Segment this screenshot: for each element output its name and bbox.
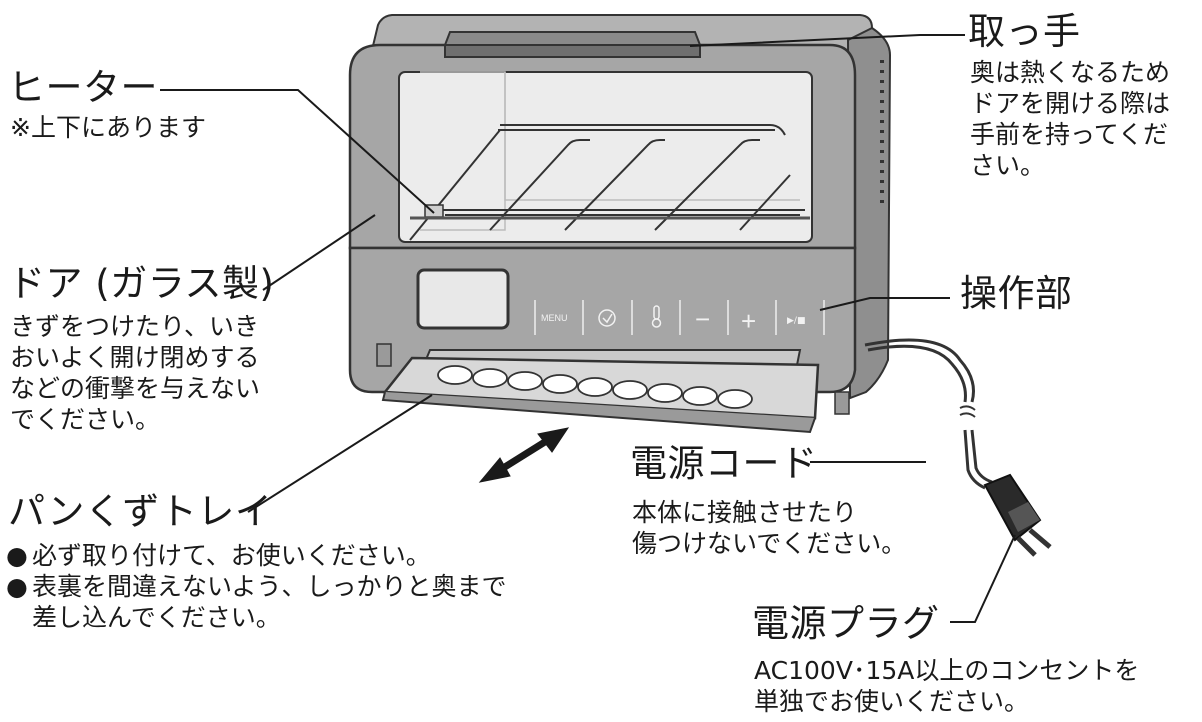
wire-rack (409, 124, 805, 241)
slide-direction-arrow (478, 427, 570, 483)
handle-note-line: 手前を持ってくだ (970, 120, 1169, 149)
crumb-tray-label: パンくずトレイ (8, 490, 273, 533)
tray-bullet-text: 必ず取り付けて、お使いください。 (32, 541, 431, 570)
power-plug-label: 電源プラグ (752, 602, 940, 645)
power-cord-notes: 本体に接触させたり 傷つけないでください。 (632, 497, 906, 559)
display-screen (416, 268, 510, 330)
tray-continuation: 差し込んでください。 (32, 603, 281, 632)
power-cord (864, 338, 993, 490)
power-cord-note-line: 本体に接触させたり (632, 498, 858, 527)
oven-right-side (846, 26, 892, 400)
start-stop-button[interactable]: ▶/■ (787, 316, 805, 326)
power-plug (983, 473, 1052, 557)
clock-icon[interactable] (598, 309, 616, 327)
power-plug-note-line: 単独でお使いください。 (754, 687, 1030, 716)
power-plug-note-line: AC100V･15A以上のコンセントを (754, 656, 1140, 685)
door-note-line: きずをつけたり、いき (10, 312, 260, 341)
crumb-tray-notes: ●必ず取り付けて、お使いください。 ●表裏を間違えないよう、しっかりと奥まで 差… (6, 540, 507, 633)
power-cord-note-line: 傷つけないでください。 (632, 529, 907, 558)
minus-button[interactable]: − (695, 304, 710, 334)
door-note-line: でください。 (10, 405, 161, 434)
bullet-mark: ● (6, 572, 28, 601)
oven-handle (443, 31, 702, 58)
front-left-foot (376, 343, 392, 367)
door-notes: きずをつけたり、いき おいよく開け閉めする などの衝撃を与えない でください。 (10, 311, 260, 435)
tray-bullet: ●必ず取り付けて、お使いください。 (6, 540, 507, 571)
handle-notes: 奥は熱くなるため ドアを開ける際は 手前を持ってくだ さい。 (970, 57, 1170, 181)
vent-slots (880, 60, 884, 203)
handle-label: 取っ手 (968, 10, 1081, 53)
thermometer-icon[interactable] (651, 305, 662, 328)
menu-button[interactable]: MENU (541, 313, 568, 323)
bullet-mark: ● (6, 541, 28, 570)
handle-note-line: さい。 (970, 151, 1046, 180)
door-note-line: などの衝撃を与えない (10, 374, 261, 403)
oven-door (348, 43, 857, 250)
front-right-foot (834, 391, 850, 415)
control-panel-label: 操作部 (960, 272, 1073, 315)
leader-lines (160, 34, 1016, 623)
control-dividers (534, 300, 825, 335)
tray-bullet: ●表裏を間違えないよう、しっかりと奥まで (6, 571, 507, 602)
plus-button[interactable]: + (741, 306, 756, 336)
heater-note: ※上下にあります (10, 113, 206, 142)
tray-bullet-text: 表裏を間違えないよう、しっかりと奥まで (32, 572, 507, 601)
door-label: ドア (ガラス製) (8, 262, 275, 305)
heater-label: ヒーター (8, 66, 158, 109)
handle-note-line: 奥は熱くなるため (970, 58, 1171, 87)
door-note-line: おいよく開け閉めする (10, 343, 260, 372)
crumb-tray (381, 349, 820, 434)
power-plug-notes: AC100V･15A以上のコンセントを 単独でお使いください。 (754, 655, 1139, 717)
handle-note-line: ドアを開ける際は (970, 89, 1171, 118)
power-cord-label: 電源コード (630, 442, 818, 485)
